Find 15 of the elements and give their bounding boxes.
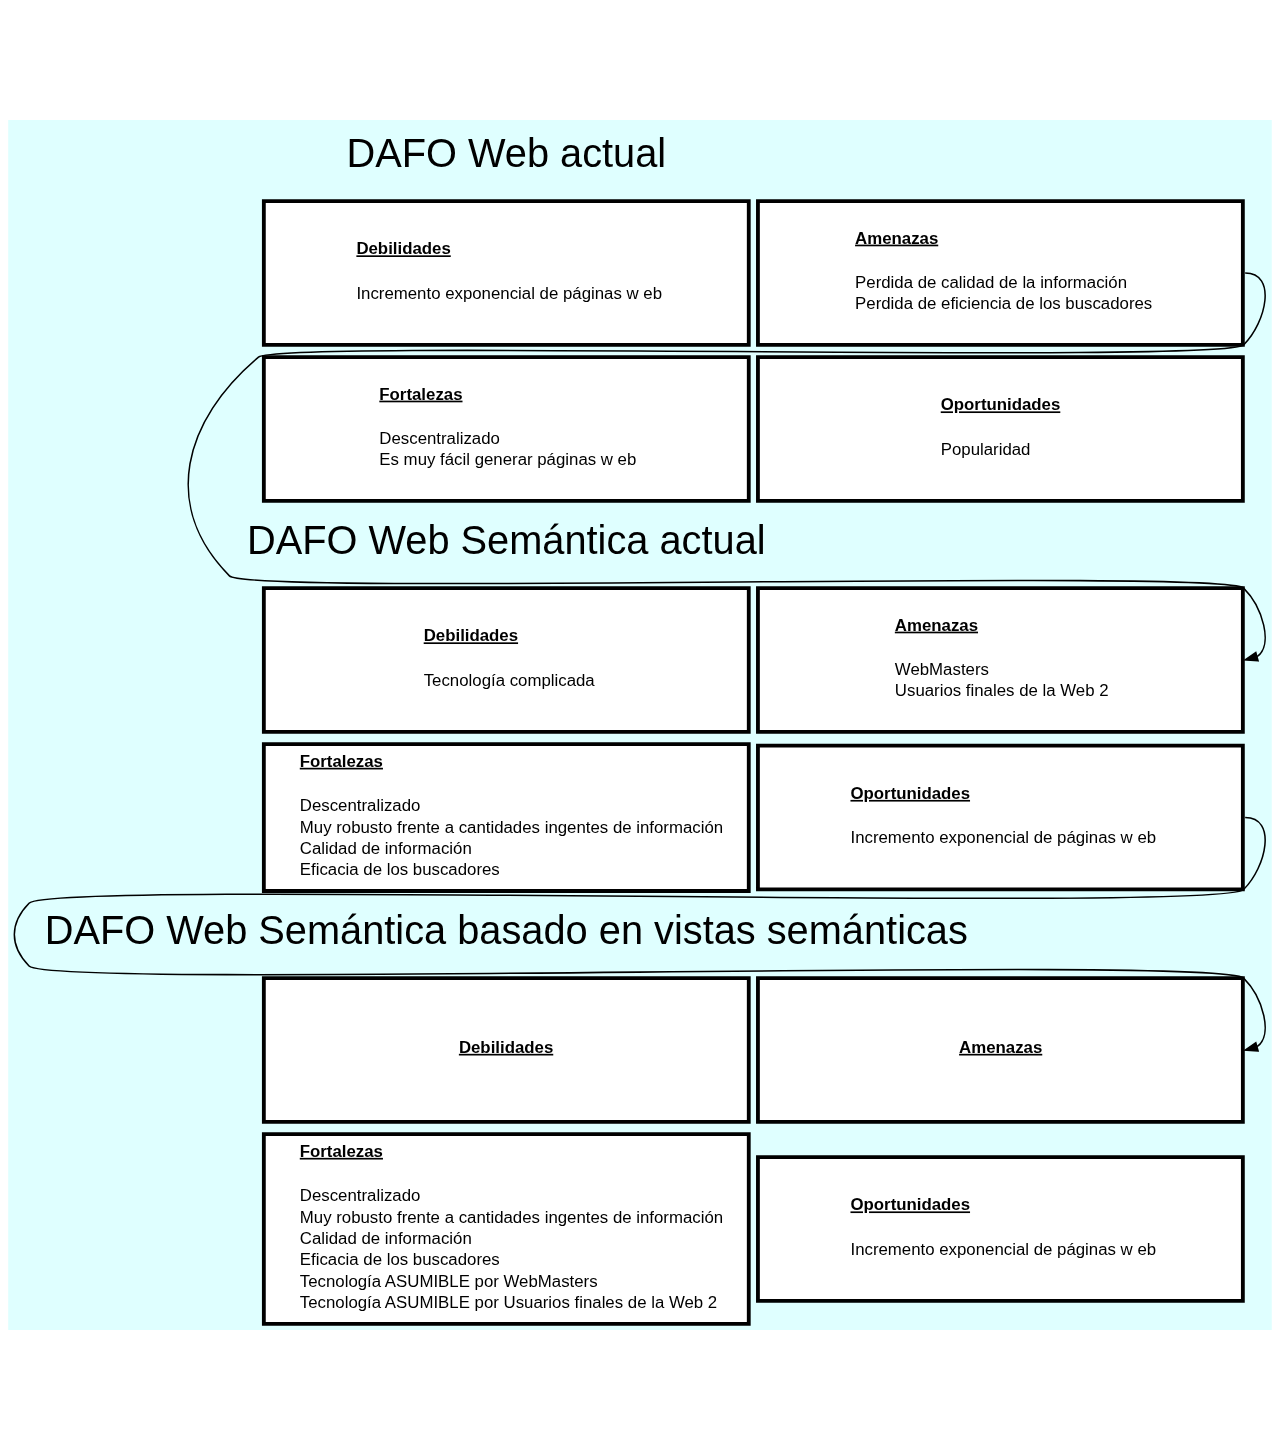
node-box: Oportunidades Popularidad — [756, 355, 1245, 503]
node-box: Debilidades — [261, 976, 751, 1124]
node-box: Debilidades Incremento exponencial de páginas w eb — [261, 199, 751, 347]
label: DAFO Web actual — [346, 131, 667, 176]
node-box: Oportunidades Incremento exponencial de páginas w eb — [756, 743, 1245, 892]
label: DAFO Web Semántica actual — [246, 518, 766, 563]
label: DAFO Web Semántica basado en vistas semánticas — [44, 908, 968, 953]
node-box: Amenazas WebMasters Usuarios finales de la Web 2 — [756, 586, 1245, 734]
node-box: Fortalezas Descentralizado Muy robusto frente a cantidades ingentes de información Calidad de información Eficacia de los buscadores — [261, 742, 751, 893]
node-box: Fortalezas Descentralizado Es muy fácil generar páginas w eb — [261, 355, 751, 503]
node-box: Oportunidades Incremento exponencial de páginas w eb — [756, 1155, 1245, 1303]
node-box: Amenazas Perdida de calidad de la información Perdida de eficiencia de los buscadores — [756, 199, 1245, 347]
node-box: Amenazas — [756, 976, 1245, 1124]
node-box: Fortalezas Descentralizado Muy robusto frente a cantidades ingentes de información Calidad de información Eficacia de los buscadores Tecnología ASUMIBLE por WebMasters Tecnología ASUMIBLE por Usuarios finales de la Web 2 — [261, 1132, 751, 1326]
node-box: Debilidades Tecnología complicada — [261, 586, 751, 734]
